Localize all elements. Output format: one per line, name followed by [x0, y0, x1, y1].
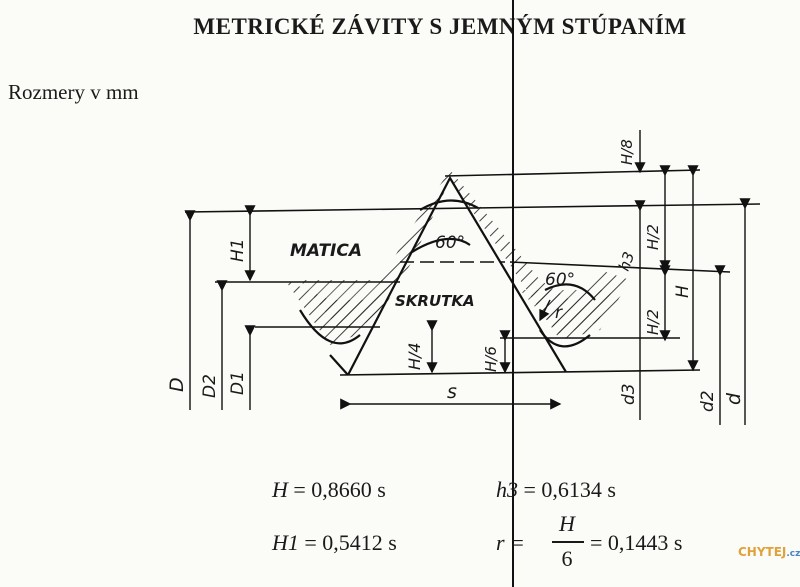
label-H2-lower: H/2	[644, 309, 662, 335]
formula-r-lhs: r =	[496, 530, 525, 555]
label-s: s	[447, 381, 457, 403]
label-H8: H/8	[618, 139, 636, 165]
watermark-logo: CHYTEJ.cz	[738, 545, 800, 559]
label-H4: H/4	[405, 342, 424, 370]
dimension-unit-note: Rozmery v mm	[8, 80, 139, 104]
label-r: r	[555, 303, 563, 323]
label-H: H	[673, 285, 693, 298]
label-D1: D1	[228, 371, 248, 395]
thread-profile-lines	[299, 175, 596, 376]
nut-label: MATICA	[290, 241, 362, 261]
page-title: METRICKÉ ZÁVITY S JEMNÝM STÚPANÍM	[193, 14, 687, 39]
scan-divider-line	[512, 0, 514, 587]
label-D2: D2	[200, 374, 220, 398]
formula-H: H = 0,8660 s	[272, 477, 386, 502]
hatched-material	[285, 170, 630, 345]
formula-r-fraction-bar	[552, 541, 584, 543]
label-d3: d3	[619, 383, 639, 405]
label-d: d	[723, 392, 745, 405]
label-H1: H1	[228, 238, 248, 262]
label-d2: d2	[698, 390, 718, 412]
label-D: D	[166, 377, 188, 392]
formula-r-numerator: H	[559, 511, 575, 536]
label-h3: h3	[615, 249, 638, 273]
formula-h3: h3 = 0,6134 s	[496, 477, 616, 502]
formula-r-denominator: 6	[561, 546, 573, 571]
dimension-lines	[184, 130, 751, 425]
label-H6: H/6	[482, 346, 500, 372]
angle-nut-label: 60°	[435, 233, 465, 253]
screw-label: SKRUTKA	[395, 292, 475, 310]
formula-r-rhs: = 0,1443 s	[590, 530, 683, 555]
label-H2-upper: H/2	[644, 224, 662, 250]
angle-screw-label: 60°	[545, 270, 575, 290]
formula-H1: H1 = 0,5412 s	[272, 530, 397, 555]
